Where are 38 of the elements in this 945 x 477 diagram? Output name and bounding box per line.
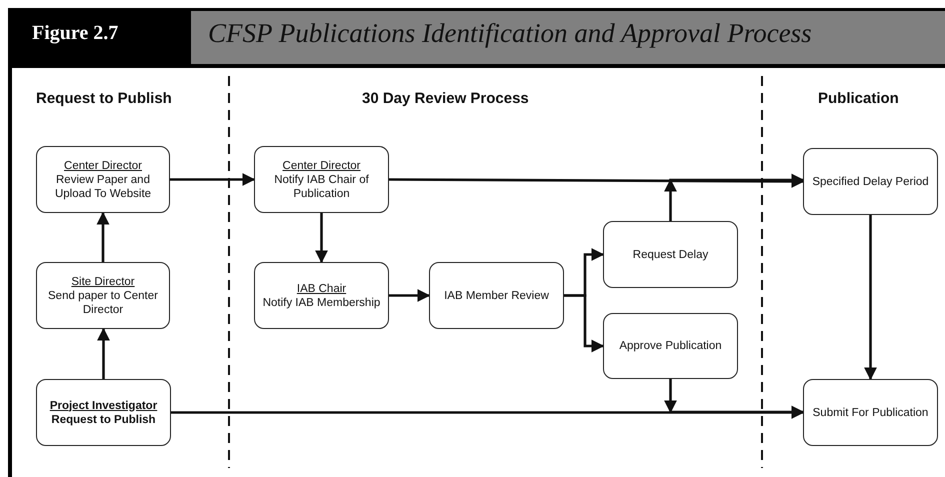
lane-heading: Request to Publish bbox=[36, 90, 172, 107]
arrow bbox=[96, 212, 110, 262]
arrow bbox=[315, 213, 328, 264]
process-box bbox=[603, 221, 738, 288]
role-heading: IAB Chair bbox=[296, 282, 346, 296]
process-box bbox=[36, 146, 170, 213]
process-box bbox=[803, 379, 938, 446]
arrow bbox=[564, 294, 604, 352]
arrow bbox=[389, 289, 430, 302]
process-box bbox=[254, 146, 389, 213]
step-text: Notify IAB Chair of Publication bbox=[273, 172, 370, 200]
process-box bbox=[36, 262, 170, 329]
arrow bbox=[170, 173, 256, 186]
role-heading: Center Director bbox=[64, 158, 142, 172]
process-box bbox=[254, 262, 389, 329]
step-text: Request Delay bbox=[632, 248, 708, 262]
process-box bbox=[36, 379, 171, 446]
process-box bbox=[429, 262, 564, 329]
lane-heading: Publication bbox=[818, 90, 899, 107]
arrow bbox=[864, 215, 877, 380]
role-heading: Project Investigator bbox=[50, 398, 158, 412]
role-heading: Center Director bbox=[282, 158, 360, 172]
step-text: Approve Publication bbox=[619, 339, 722, 353]
step-text: Review Paper and Upload To Website bbox=[54, 172, 152, 200]
step-text: Send paper to Center Director bbox=[47, 288, 159, 316]
figure-title: CFSP Publications Identification and Approval Process bbox=[208, 18, 812, 49]
step-text: Specified Delay Period bbox=[812, 174, 929, 188]
step-text: Notify IAB Membership bbox=[262, 296, 380, 310]
figure-number: Figure 2.7 bbox=[32, 22, 118, 45]
process-box bbox=[803, 148, 938, 215]
step-text: Request to Publish bbox=[51, 412, 156, 426]
step-text: IAB Member Review bbox=[444, 288, 549, 302]
arrow bbox=[664, 174, 803, 221]
lane-heading: 30 Day Review Process bbox=[362, 90, 529, 107]
role-heading: Site Director bbox=[71, 274, 135, 288]
arrow bbox=[97, 328, 110, 379]
step-text: Submit For Publication bbox=[812, 406, 928, 420]
process-box bbox=[603, 313, 738, 379]
